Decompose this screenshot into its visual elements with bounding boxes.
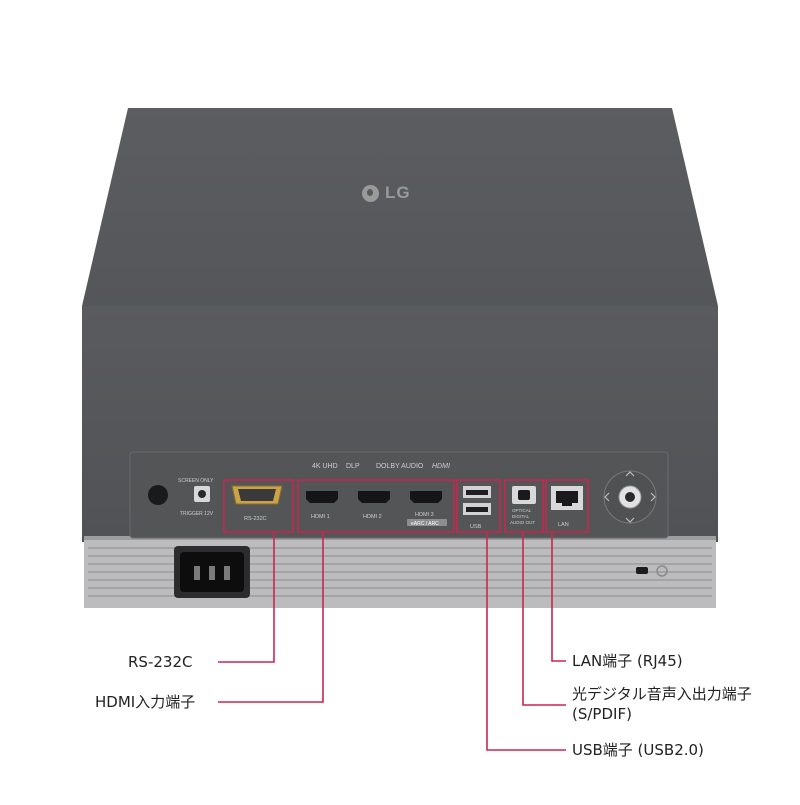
svg-text:HDMI 2: HDMI 2 [363, 514, 382, 520]
leader-optical [522, 532, 566, 706]
highlight-usb [456, 479, 501, 533]
leader-usb [486, 532, 566, 751]
ir-receiver [148, 485, 168, 505]
panel-logos: 4K UHD DLP DOLBY AUDIO HDMI [312, 463, 450, 470]
security-lock-slot [636, 565, 668, 577]
trigger-12v-jack: SCREEN ONLY TRIGGER 12V [178, 478, 214, 517]
projector-top-cover [82, 108, 718, 306]
ac-power-inlet [174, 546, 250, 598]
callout-optical-line1: 光デジタル音声入出力端子 [572, 685, 752, 703]
leader-lines [218, 532, 566, 751]
svg-text:DLP: DLP [346, 463, 360, 470]
svg-text:TRIGGER 12V: TRIGGER 12V [180, 511, 214, 517]
leader-hdmi [218, 532, 324, 703]
lg-logo: LG [362, 183, 411, 203]
callout-lan: LAN端子 (RJ45) [572, 652, 683, 670]
usb-ports: USB [463, 486, 491, 530]
direction-control-pad [603, 470, 657, 524]
lan-port: LAN [551, 486, 583, 528]
svg-text:HDMI 3: HDMI 3 [415, 512, 434, 518]
rear-io-panel [129, 451, 669, 539]
lg-logo-mark-icon [362, 184, 379, 202]
highlight-rs232c [223, 479, 294, 533]
svg-text:RS-232C: RS-232C [244, 516, 267, 522]
svg-text:LAN: LAN [558, 522, 569, 528]
highlight-lan [545, 479, 589, 533]
leader-rs232c [218, 532, 275, 663]
svg-text:HDMI 1: HDMI 1 [311, 514, 330, 520]
svg-text:eARC / ARC: eARC / ARC [411, 521, 439, 527]
svg-text:USB: USB [470, 524, 482, 530]
hdmi-port-3: HDMI 3 eARC / ARC [407, 491, 447, 527]
svg-text:SCREEN ONLY: SCREEN ONLY [178, 478, 214, 484]
highlight-boxes [223, 479, 589, 533]
lg-logo-text: LG [385, 183, 411, 202]
callout-optical-line2: (S/PDIF) [572, 705, 632, 723]
svg-text:AUDIO OUT: AUDIO OUT [510, 520, 535, 525]
hdmi-port-1: HDMI 1 [306, 491, 338, 520]
leader-lan [551, 532, 566, 662]
svg-text:DIGITAL: DIGITAL [512, 514, 530, 519]
optical-audio-port: OPTICAL DIGITAL AUDIO OUT [510, 486, 536, 525]
highlight-hdmi [297, 479, 455, 533]
highlight-optical [504, 479, 544, 533]
callout-hdmi: HDMI入力端子 [95, 693, 196, 711]
callout-usb: USB端子 (USB2.0) [572, 741, 704, 759]
svg-text:HDMI: HDMI [432, 463, 450, 470]
svg-text:DOLBY AUDIO: DOLBY AUDIO [376, 463, 424, 470]
svg-text:OPTICAL: OPTICAL [512, 508, 532, 513]
rs232c-port: RS-232C [231, 485, 283, 522]
callout-rs232c: RS-232C [128, 653, 193, 671]
hdmi-port-2: HDMI 2 [358, 491, 390, 520]
svg-text:4K UHD: 4K UHD [312, 463, 338, 470]
